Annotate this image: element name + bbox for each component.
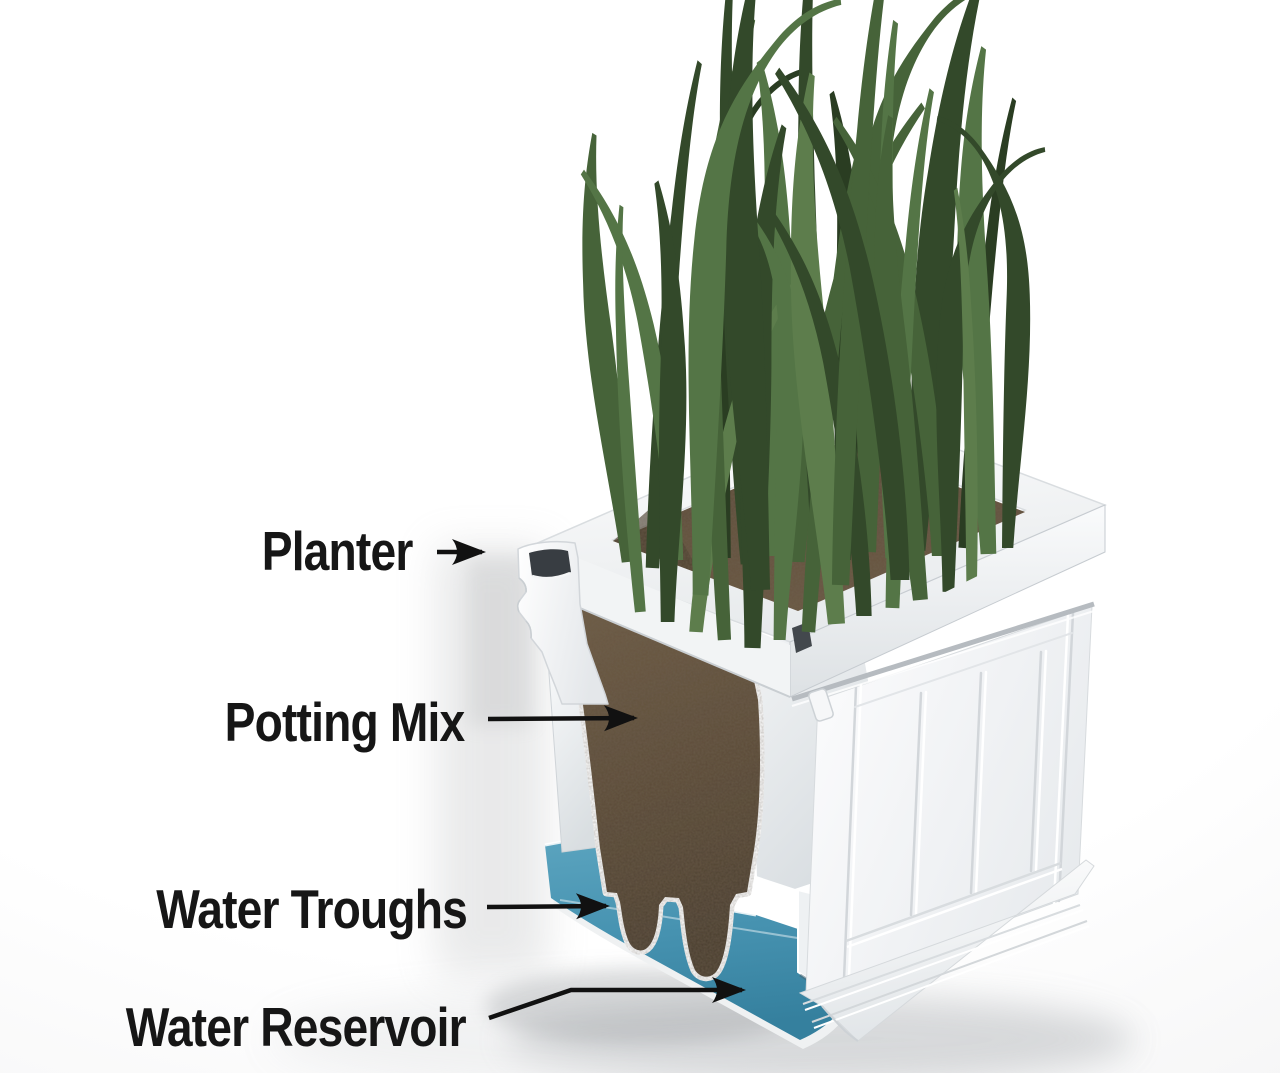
water-reservoir-arrow [488,977,746,1021]
ground-shadow-wide [270,983,1130,1073]
panel-grooves [909,649,1048,917]
label-water-reservoir: Water Reservoir [125,996,467,1058]
grass-clump [565,0,1046,649]
planter-rim [516,407,1107,705]
potting-mix-cutaway [562,600,765,982]
beadboard-panel [791,601,1095,994]
base-molding [798,859,1095,1042]
rim-cut-profile [516,540,609,705]
panel-frame [842,611,1075,981]
water-troughs-arrow [486,893,610,920]
label-planter: Planter [261,520,413,582]
base-left-endcap [821,1005,859,1042]
label-potting-mix: Potting Mix [224,691,465,753]
rim-panel-shadow-gap [791,601,1095,702]
cut-corner-shadow [468,556,532,726]
soil-cut-face [567,605,760,977]
potting-mix-arrow [487,705,638,732]
panel-clip-bracket [808,688,834,722]
annotation-arrows [437,539,746,1021]
rim-channel-hole [529,549,571,578]
label-water-troughs: Water Troughs [156,878,468,940]
rim-underside-strip [578,558,790,697]
